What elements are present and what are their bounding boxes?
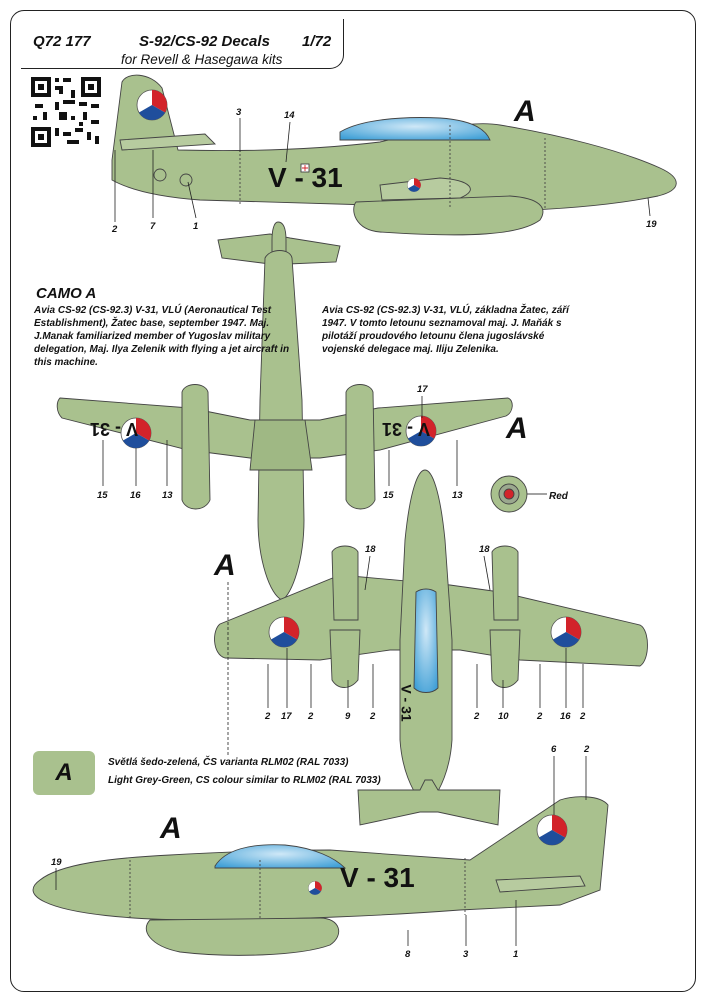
callout-7: 7 [150,221,156,232]
aircraft-code-top: V - 31 [268,162,343,193]
callout-19: 19 [646,219,657,230]
colour-name-en: Light Grey-Green, CS colour similar to R… [108,775,381,786]
qr-code [30,76,102,148]
callout-15: 15 [383,490,394,501]
camo-letter-side-bottom: A [160,812,182,845]
product-subtitle: for Revell & Hasegawa kits [121,52,283,67]
callout-9: 9 [345,711,351,722]
roundel-wing-top-side [407,178,421,192]
callout-2: 2 [265,711,271,722]
camo-letter-side-top: A [514,95,536,128]
callout-13: 13 [162,490,173,501]
callout-2: 2 [474,711,480,722]
description-en: Avia CS-92 (CS-92.3) V-31, VLÚ (Aeronaut… [34,305,290,368]
plan-view-lower [214,469,648,826]
callout-17: 17 [417,384,428,395]
callout-17: 17 [281,711,292,722]
under-code: V - 31 [398,684,415,722]
roundel-side-bottom [536,814,568,846]
roundel-lower-left [268,616,300,648]
callout-10: 10 [498,711,509,722]
callout-18: 18 [479,544,490,555]
camo-title: CAMO A [36,285,97,302]
callout-2: 2 [308,711,314,722]
wing-code-left: V - 31 [90,419,139,439]
callout-2: 2 [370,711,376,722]
callout-19: 19 [51,857,62,868]
camo-letter-wheel: A [506,412,528,445]
product-title: S-92/CS-92 Decals [139,33,270,50]
camo-letter-plan: A [214,549,236,582]
roundel-wing-bottom-side [308,881,322,895]
sheet-frame [10,10,696,992]
callout-15: 15 [97,490,108,501]
callout-3: 3 [236,107,242,118]
callout-16: 16 [130,490,141,501]
callout-2: 2 [537,711,543,722]
leader-lines [55,118,651,946]
description-cz: Avia CS-92 (CS-92.3) V-31, VLÚ, základna… [322,305,569,355]
colour-swatch: A [33,751,95,795]
wheel-detail [490,475,547,513]
side-view-top [111,74,677,236]
product-code: Q72 177 [33,33,91,50]
callout-1: 1 [513,949,519,960]
callout-6: 6 [551,744,557,755]
callout-3: 3 [463,949,469,960]
callout-16: 16 [560,711,571,722]
header-box: Q72 177 S-92/CS-92 Decals 1/72 for Revel… [21,19,344,69]
product-scale: 1/72 [302,33,332,50]
callout-2: 2 [584,744,590,755]
colour-name-cz: Světlá šedo-zelená, ČS varianta RLM02 (R… [108,757,349,768]
callout-2: 2 [580,711,586,722]
wing-code-right: V - 31 [382,419,431,439]
aircraft-code-bottom: V - 31 [340,862,415,893]
callout-13: 13 [452,490,463,501]
callout-2: 2 [112,224,118,235]
roundel-lower-right [550,616,582,648]
plan-view-upper [56,221,513,601]
callout-14: 14 [284,110,295,121]
callout-18: 18 [365,544,376,555]
callout-1: 1 [193,221,199,232]
red-label: Red [549,491,568,502]
roundel-side-top [136,89,168,121]
callout-8: 8 [405,949,411,960]
side-view-bottom [32,796,609,956]
